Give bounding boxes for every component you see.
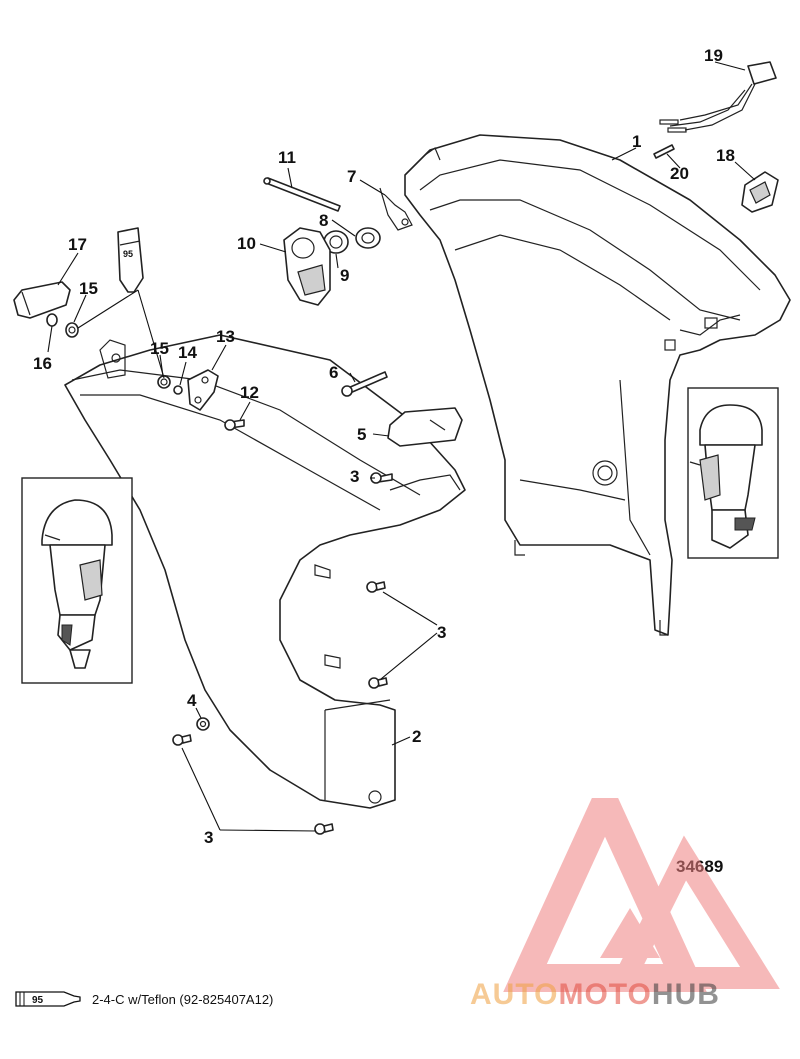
part-4-washer — [196, 717, 210, 731]
callout-7: 7 — [347, 167, 356, 186]
part-15-bushing-b — [157, 375, 171, 389]
callout-4: 4 — [187, 691, 197, 710]
part-6-screw — [341, 371, 388, 397]
callout-17: 17 — [68, 235, 87, 254]
tube-label: 95 — [123, 249, 133, 259]
part-20-pin — [653, 144, 675, 159]
part-3-screw-d — [172, 734, 192, 746]
callout-20: 20 — [670, 164, 689, 183]
callout-6: 6 — [329, 363, 338, 382]
callout-11: 11 — [278, 148, 296, 167]
lubricant-tube-icon: 95 — [15, 991, 81, 1007]
callout-10: 10 — [237, 234, 256, 253]
lubricant-legend: 95 2-4-C w/Teflon (92-825407A12) — [14, 988, 273, 1010]
part-13-bracket — [187, 369, 219, 411]
callout-5: 5 — [357, 425, 366, 444]
part-7-wire-clip — [379, 187, 413, 231]
callout-12: 12 — [240, 383, 259, 402]
part-8-bushing — [355, 227, 381, 249]
callout-1: 1 — [632, 132, 641, 151]
part-3-screw-b — [366, 581, 386, 593]
part-19-connector — [659, 61, 777, 133]
callout-14: 14 — [178, 343, 197, 362]
part-5-pad — [387, 407, 463, 447]
callout-15-a: 15 — [79, 279, 98, 298]
part-15-bushing-a — [65, 322, 79, 338]
callout-3-c: 3 — [204, 828, 213, 847]
part-10-housing — [283, 227, 331, 306]
callout-3-a: 3 — [350, 467, 359, 486]
callout-19: 19 — [704, 46, 723, 65]
top-cowl — [404, 134, 791, 636]
watermark-text: AUTOMOTOHUB — [470, 978, 720, 1011]
part-16-washer — [46, 313, 58, 327]
inset-left-motor — [21, 477, 133, 684]
part-11-rod — [263, 177, 341, 212]
part-3-screw-e — [314, 823, 334, 835]
part-12-screw — [224, 419, 245, 431]
leader-lines — [47, 61, 756, 832]
part-14-washer — [173, 385, 183, 395]
part-9-grommet — [323, 230, 349, 254]
watermark-logo — [503, 798, 780, 992]
callout-8: 8 — [319, 211, 328, 230]
legend-text: 2-4-C w/Teflon (92-825407A12) — [92, 991, 274, 1007]
part-18-switch — [741, 171, 779, 213]
part-3-screw-a — [370, 472, 393, 484]
lubricant-tube: 95 — [117, 227, 144, 293]
callout-18: 18 — [716, 146, 735, 165]
callout-15-b: 15 — [150, 339, 169, 358]
part-17-handle — [13, 281, 71, 319]
callout-16: 16 — [33, 354, 52, 373]
inset-right-motor — [687, 387, 779, 559]
callout-2: 2 — [412, 727, 421, 746]
callout-3-b: 3 — [437, 623, 446, 642]
legend-tube-label: 95 — [32, 995, 44, 1006]
callout-9: 9 — [340, 266, 349, 285]
part-3-screw-c — [368, 677, 388, 689]
callout-13: 13 — [216, 327, 235, 346]
